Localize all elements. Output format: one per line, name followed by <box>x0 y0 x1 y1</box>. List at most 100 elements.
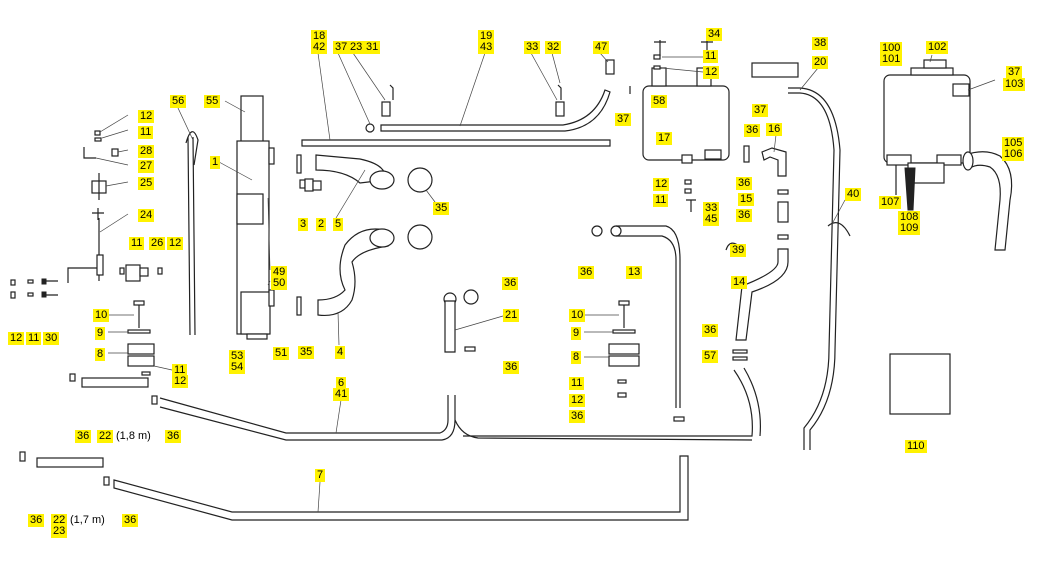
radiator <box>218 95 275 340</box>
callout-l102: 102 <box>926 41 949 54</box>
callout-l25: 25 <box>138 177 155 190</box>
callout-l45: 45 <box>703 213 720 226</box>
o-ring-upper <box>407 167 433 193</box>
callout-l36b: 36 <box>736 177 753 190</box>
hose-lower-4 <box>317 228 395 346</box>
part-110-box <box>889 353 951 415</box>
callout-l31: 31 <box>364 41 381 54</box>
long-pipe-7 <box>19 451 689 521</box>
callout-l34: 34 <box>706 28 723 41</box>
callout-l43: 43 <box>478 41 495 54</box>
callout-l27: 27 <box>138 160 155 173</box>
callout-l33b: 33 <box>703 202 720 215</box>
callout-l23a: 23 <box>348 41 365 54</box>
callout-l47: 47 <box>593 41 610 54</box>
hose-105 <box>962 151 1013 251</box>
callout-l12g: 12 <box>569 394 586 407</box>
callout-l12b: 12 <box>138 110 155 123</box>
callout-l36e: 36 <box>502 277 519 290</box>
callout-l18: 18 <box>311 30 328 43</box>
callout-l56: 56 <box>170 95 187 108</box>
callout-l13: 13 <box>626 266 643 279</box>
callout-l9a: 9 <box>95 327 106 340</box>
callout-l11f: 11 <box>172 364 188 377</box>
callout-l8b: 8 <box>571 351 582 364</box>
callout-l103: 103 <box>1003 78 1026 91</box>
hose-upper-5 <box>315 154 395 219</box>
callout-l11b: 11 <box>138 126 154 139</box>
callout-l49: 49 <box>271 266 288 279</box>
callout-l36g: 36 <box>503 361 520 374</box>
callout-l12c: 12 <box>653 178 670 191</box>
callout-l24: 24 <box>138 209 155 222</box>
callout-l11g: 11 <box>569 377 585 390</box>
callout-l12e: 12 <box>8 332 25 345</box>
callout-l100: 100 <box>880 42 903 55</box>
callout-l6: 6 <box>336 377 347 390</box>
length-note-n2: (1,7 m) <box>70 514 105 526</box>
o-ring-lower <box>407 224 433 250</box>
callout-l20: 20 <box>812 56 829 69</box>
callout-l19: 19 <box>478 30 495 43</box>
callout-l17: 17 <box>656 132 673 145</box>
callout-l58: 58 <box>651 95 668 108</box>
callout-l53: 53 <box>229 350 246 363</box>
callout-l32: 32 <box>545 41 562 54</box>
right-clamp-set <box>584 300 640 398</box>
left-clamp-set <box>108 300 173 376</box>
callout-l36h: 36 <box>569 410 586 423</box>
callout-l28: 28 <box>138 145 155 158</box>
callout-l36i: 36 <box>75 430 92 443</box>
long-pipe-6 <box>69 373 753 441</box>
callout-l35a: 35 <box>433 202 450 215</box>
callout-l23b: 23 <box>51 525 68 538</box>
top-pipes <box>301 52 631 147</box>
callout-l11c: 11 <box>653 194 669 207</box>
callout-l42: 42 <box>311 41 328 54</box>
callout-l11e: 11 <box>26 332 42 345</box>
callout-l3: 3 <box>298 218 309 231</box>
callout-l15: 15 <box>738 193 755 206</box>
callout-l12d: 12 <box>167 237 184 250</box>
callout-l7: 7 <box>315 469 326 482</box>
callout-l37d: 37 <box>1006 66 1023 79</box>
pipe-21 <box>443 289 504 353</box>
callout-l107: 107 <box>879 196 902 209</box>
callout-l4: 4 <box>335 346 346 359</box>
callout-l36l: 36 <box>122 514 139 527</box>
callout-l39: 39 <box>730 244 747 257</box>
callout-l22b: 22 <box>51 514 68 527</box>
callout-l26: 26 <box>149 237 166 250</box>
callout-l5: 5 <box>333 218 344 231</box>
callout-l30: 30 <box>43 332 60 345</box>
callout-l101: 101 <box>880 53 903 66</box>
callout-l16: 16 <box>766 123 783 136</box>
callout-l109: 109 <box>898 222 921 235</box>
callout-l1: 1 <box>210 156 221 169</box>
callout-l22a: 22 <box>97 430 114 443</box>
callout-l110: 110 <box>905 440 927 453</box>
callout-l9b: 9 <box>571 327 582 340</box>
callout-l37b: 37 <box>752 104 769 117</box>
callout-l106: 106 <box>1002 148 1025 161</box>
callout-l40: 40 <box>845 188 862 201</box>
callout-l11a: 11 <box>703 50 719 63</box>
callout-l21: 21 <box>503 309 520 322</box>
callout-l10a: 10 <box>93 309 110 322</box>
callout-l12f: 12 <box>172 375 189 388</box>
far-left-bolts <box>10 278 58 299</box>
callout-l8a: 8 <box>95 348 106 361</box>
callout-l57: 57 <box>702 350 719 363</box>
callout-l54: 54 <box>229 361 246 374</box>
hose-57 <box>463 349 761 437</box>
callout-l10b: 10 <box>569 309 586 322</box>
callout-l12a: 12 <box>703 66 720 79</box>
callout-l36k: 36 <box>28 514 45 527</box>
callout-l41: 41 <box>333 388 350 401</box>
header-tank <box>883 54 996 211</box>
callout-l35b: 35 <box>298 346 315 359</box>
mount-brackets <box>381 52 615 117</box>
small-rods <box>296 154 322 316</box>
